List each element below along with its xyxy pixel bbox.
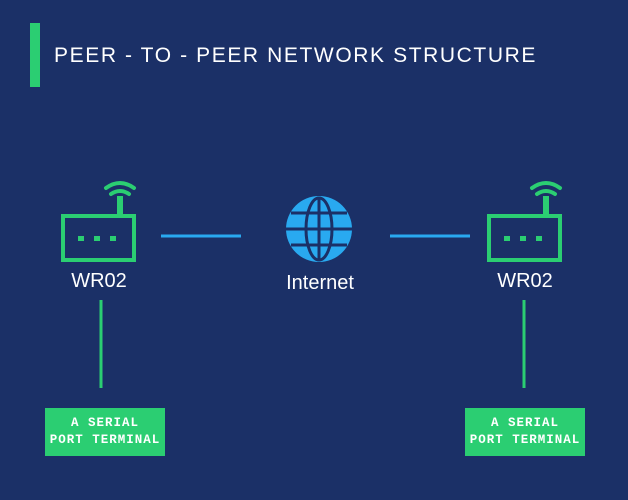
internet-label: Internet <box>286 272 354 294</box>
serial-port-terminal-left: A SERIAL PORT TERMINAL <box>45 408 165 456</box>
wifi-router-icon <box>61 181 136 262</box>
left-router-label: WR02 <box>71 270 127 292</box>
terminal-line-1: A SERIAL <box>70 416 139 430</box>
serial-port-terminal-right: A SERIAL PORT TERMINAL <box>465 408 585 456</box>
title-accent-bar <box>30 23 40 87</box>
wifi-router-icon <box>487 181 562 262</box>
terminal-line-2: PORT TERMINAL <box>49 433 161 447</box>
right-router-label: WR02 <box>497 270 553 292</box>
globe-icon <box>286 196 352 262</box>
terminal-line-2: PORT TERMINAL <box>469 433 581 447</box>
terminal-line-1: A SERIAL <box>490 416 559 430</box>
page-title: PEER - TO - PEER NETWORK STRUCTURE <box>54 44 537 67</box>
